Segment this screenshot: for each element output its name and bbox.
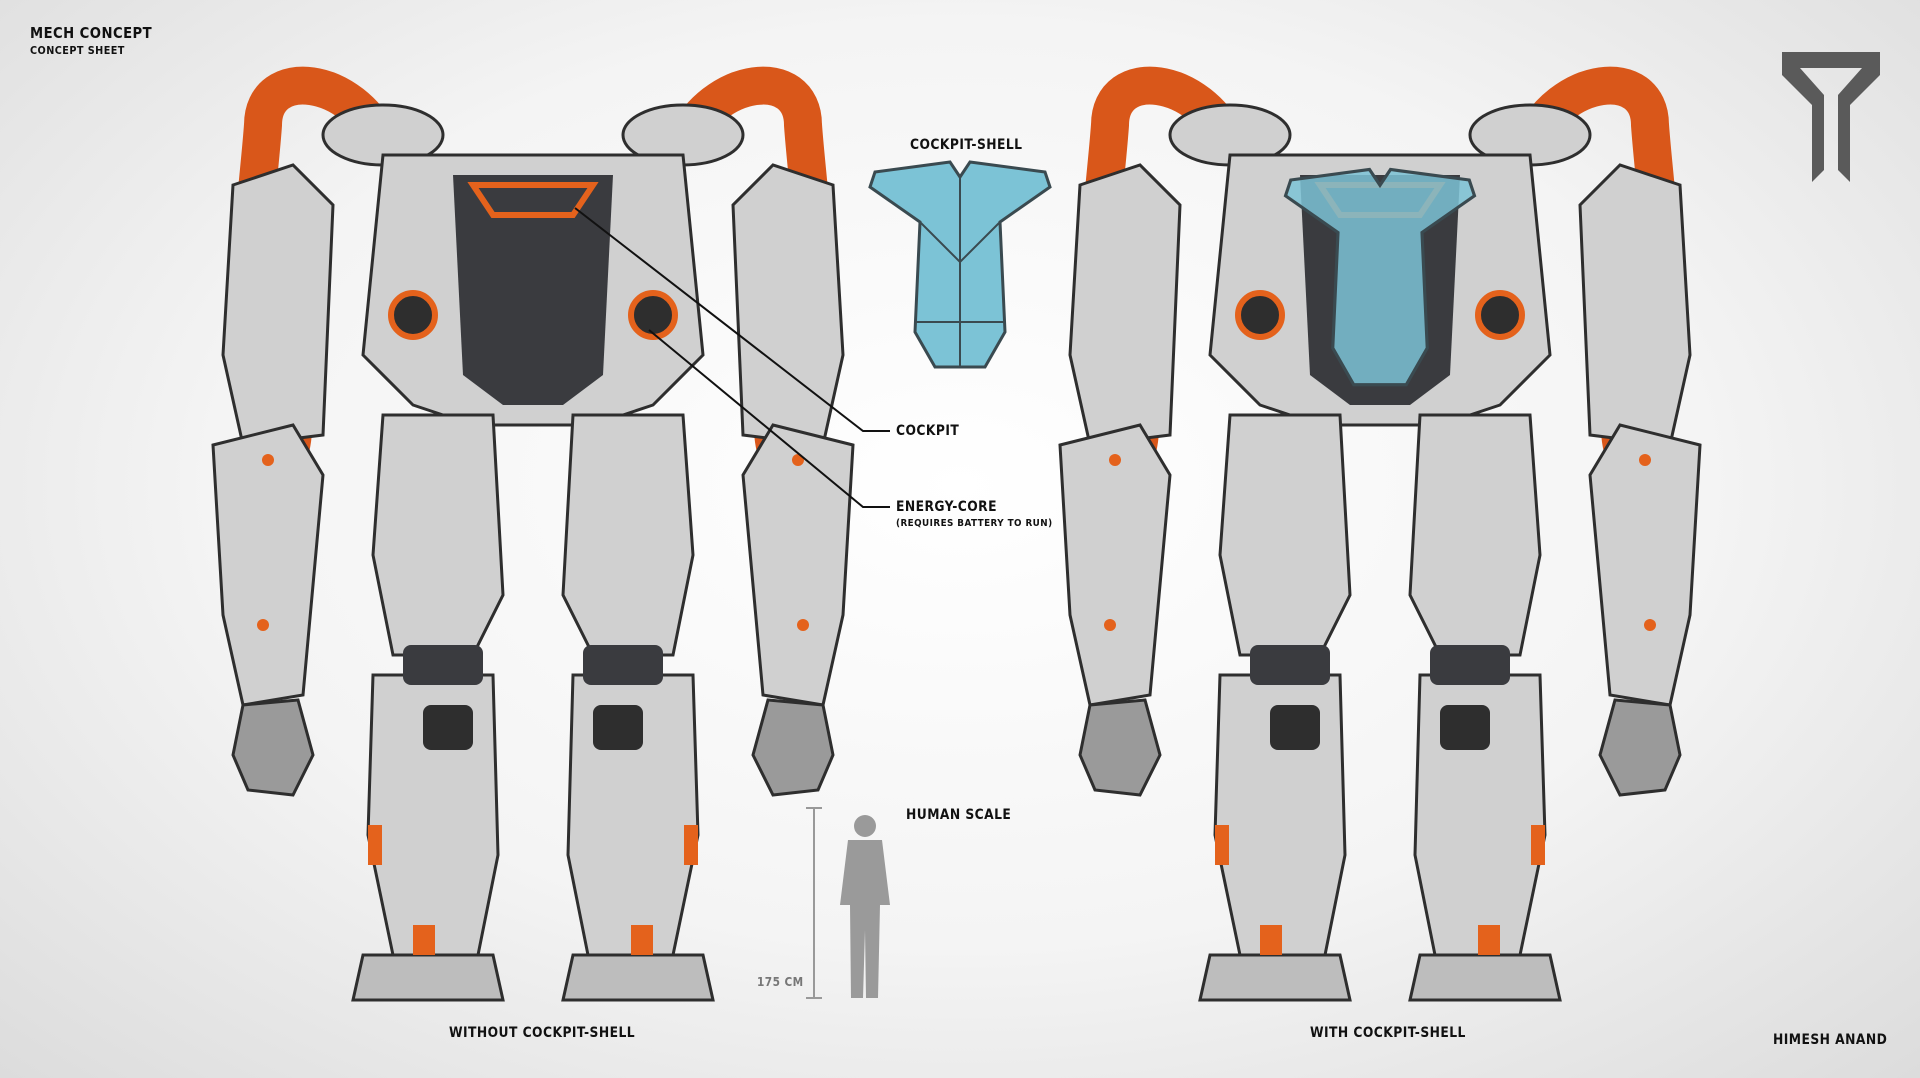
height-label: 175 CM: [757, 975, 804, 989]
view-label-without-shell: WITHOUT COCKPIT-SHELL: [449, 1025, 636, 1041]
author-credit: HIMESH ANAND: [1773, 1032, 1888, 1048]
sheet-subtitle: CONCEPT SHEET: [30, 44, 125, 57]
energy-core-note: (REQUIRES BATTERY TO RUN): [896, 518, 1053, 529]
energy-core-leader-line: [648, 329, 890, 508]
cockpit-shell-label: COCKPIT-SHELL: [910, 137, 1023, 153]
mech-with-shell: [1060, 86, 1700, 1000]
mech-without-shell: [213, 86, 853, 1000]
cockpit-callout: COCKPIT: [896, 423, 960, 439]
energy-core-callout: ENERGY-CORE: [896, 499, 997, 515]
human-scale-figure: [806, 807, 890, 999]
cockpit-leader-line: [574, 207, 890, 432]
view-label-with-shell: WITH COCKPIT-SHELL: [1310, 1025, 1466, 1041]
human-scale-label: HUMAN SCALE: [906, 807, 1012, 823]
logo: [1782, 52, 1880, 182]
cockpit-shell-illustration: [868, 160, 1052, 369]
sheet-title: MECH CONCEPT: [30, 24, 153, 42]
